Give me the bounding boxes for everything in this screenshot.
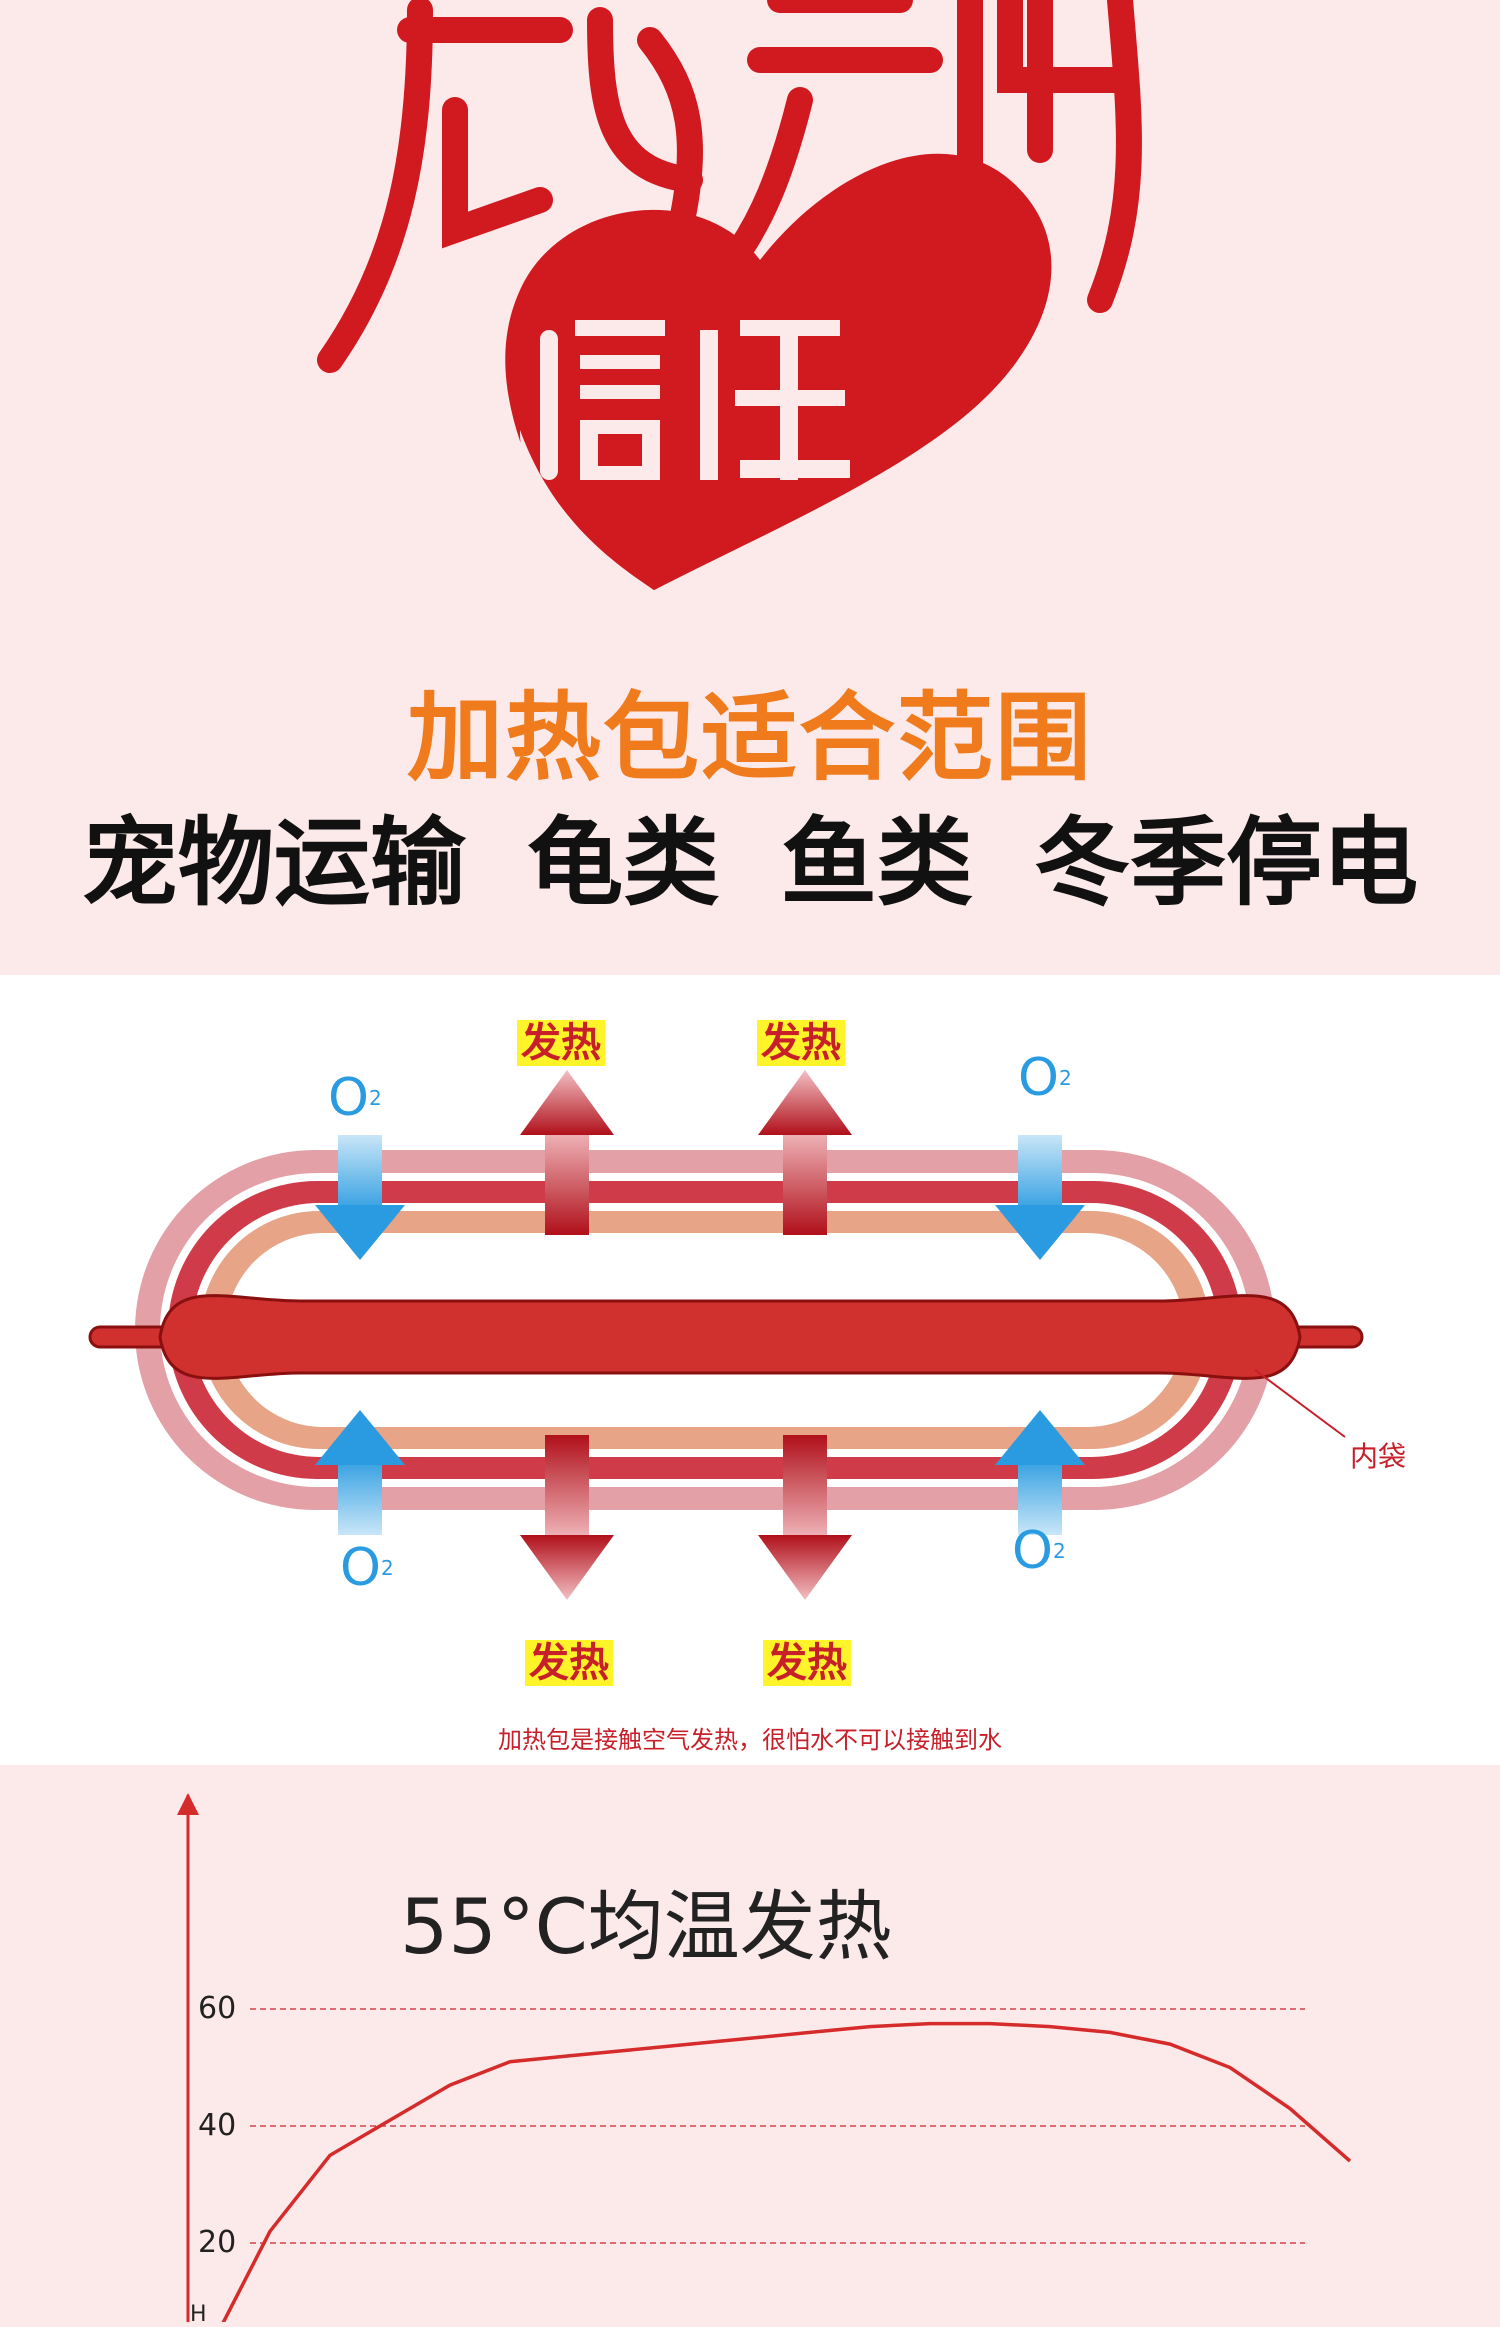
chart-title: 55°C均温发热 bbox=[400, 1882, 892, 1971]
thanks-trust-logo: 感谢 bbox=[317, 0, 1142, 640]
use-case-turtles: 龟类 bbox=[527, 807, 720, 919]
heat-label-top-left: 发热 bbox=[517, 1020, 605, 1066]
heat-label-bottom-right: 发热 bbox=[763, 1640, 851, 1686]
heat-label-bottom-left: 发热 bbox=[525, 1640, 613, 1686]
chart-gridlines bbox=[250, 2008, 1305, 2244]
heat-label-top-right: 发热 bbox=[757, 1020, 845, 1066]
temperature-chart-section: 55°C均温发热 H 20 40 60 bbox=[0, 1765, 1500, 2327]
use-case-winter-outage: 冬季停电 bbox=[1034, 807, 1419, 919]
o2-label-bottom-right: O2 bbox=[1012, 1521, 1066, 1581]
heat-arrow-down-left bbox=[520, 1435, 614, 1600]
use-cases: 宠物运输 龟类 鱼类 冬季停电 bbox=[0, 785, 1500, 924]
y-tick-label-60: 60 bbox=[198, 1991, 237, 2026]
y-axis bbox=[177, 1793, 199, 2322]
heart-shape bbox=[505, 153, 1052, 620]
o2-arrow-up-left bbox=[315, 1410, 405, 1535]
heat-arrow-up-left bbox=[520, 1070, 614, 1235]
hero-section: 感谢 bbox=[0, 0, 1500, 975]
y-tick-label-20: 20 bbox=[198, 2225, 237, 2260]
o2-label-bottom-left: O2 bbox=[340, 1538, 394, 1598]
o2-label-top-left: O2 bbox=[328, 1068, 382, 1128]
inner-bag-label: 内袋 bbox=[1350, 1440, 1407, 1473]
fit-range-title: 加热包适合范围 bbox=[407, 682, 1093, 794]
y-axis-label: H bbox=[190, 2302, 207, 2327]
water-warning-note: 加热包是接触空气发热，很怕水不可以接触到水 bbox=[498, 1726, 1002, 1754]
use-case-pet-transport: 宠物运输 bbox=[81, 807, 466, 919]
heat-pack-diagram bbox=[88, 1070, 1364, 1600]
o2-arrow-up-right bbox=[995, 1410, 1085, 1535]
heating-diagram-section: 发热 发热 发热 发热 O2 O2 O2 O2 内袋 加热包是接触空气发热，很怕… bbox=[0, 975, 1500, 1765]
use-case-fish: 鱼类 bbox=[780, 807, 973, 919]
o2-arrow-down-left bbox=[315, 1135, 405, 1260]
o2-label-top-right: O2 bbox=[1018, 1048, 1072, 1108]
y-axis-arrowhead bbox=[177, 1793, 199, 1815]
y-tick-label-40: 40 bbox=[198, 2108, 237, 2143]
temperature-line-chart bbox=[177, 1793, 1352, 2322]
series-line bbox=[221, 2021, 1352, 2322]
heat-arrow-down-right bbox=[758, 1435, 852, 1600]
heat-arrow-up-right bbox=[758, 1070, 852, 1235]
o2-arrow-down-right bbox=[995, 1135, 1085, 1260]
